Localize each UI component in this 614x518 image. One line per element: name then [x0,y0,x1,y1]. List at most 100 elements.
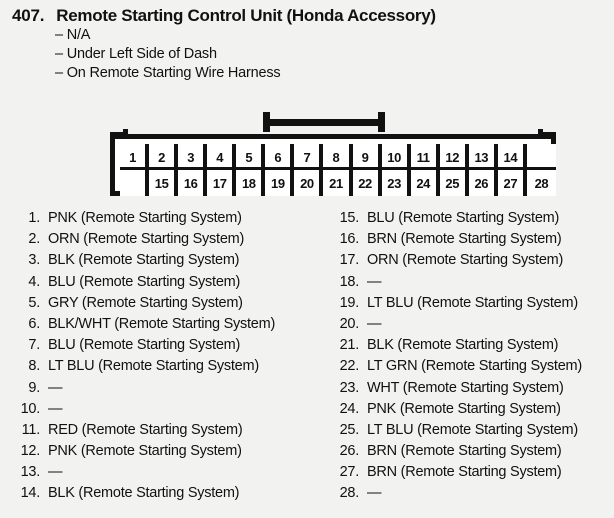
pin-list-item-number: 26. [339,443,360,460]
note-line-3: – On Remote Starting Wire Harness [55,65,281,81]
pin-cell-22: 22 [352,170,382,196]
pin-cell-28: 28 [526,170,556,196]
pin-list-item-description: GRY (Remote Starting System) [48,294,243,311]
connector-latch-tab-icon [263,112,385,132]
pin-list-item: 18.— [307,274,614,295]
pin-list-item-description: PNK (Remote Starting System) [48,443,242,460]
pin-cell-20: 20 [294,170,324,196]
pin-list-item-description: — [48,464,63,481]
pin-list-item-number: 8. [28,358,40,375]
pin-cell-13: 13 [468,144,498,170]
pin-list-item-description: LT BLU (Remote Starting System) [367,294,578,311]
pin-list-item: 9. — [0,380,307,401]
pin-list-item: 8. LT BLU (Remote Starting System) [0,358,307,379]
pin-list-item-description: BLK (Remote Starting System) [48,485,240,502]
pin-list-item: 14. BLK (Remote Starting System) [0,485,307,506]
pin-list-item-number: 9. [28,379,40,396]
pin-list-item-number: 16. [339,231,360,248]
pin-list-item-number: 11. [21,421,41,438]
pin-list-item-number: 12. [20,443,41,460]
pin-list-item: 25. LT BLU (Remote Starting System) [307,422,614,443]
pin-cell-14: 14 [497,144,527,170]
pin-list-item: 24. PNK (Remote Starting System) [307,401,614,422]
pin-list-item: 6. BLK/WHT (Remote Starting System) [0,316,307,337]
pin-list-item-description: LT BLU (Remote Starting System) [367,421,578,438]
pin-cell-16: 16 [178,170,208,196]
pin-row-divider [120,167,556,171]
pin-list-item-number: 10. [20,400,41,417]
pin-list-item-number: 17. [339,252,360,269]
pin-list-item-description: — [367,273,382,290]
pin-cell-26: 26 [468,170,498,196]
pin-list-item-number: 23. [339,379,360,396]
pin-list-item-description: RED (Remote Starting System) [48,421,243,438]
pin-cell-11: 11 [410,144,440,170]
pin-list-item: 26.BRN (Remote Starting System) [307,443,614,464]
pin-list-item-description: BLK (Remote Starting System) [48,252,240,269]
pin-cell-9: 9 [352,144,382,170]
pin-cell-21: 21 [323,170,353,196]
entry-title: Remote Starting Control Unit (Honda Acce… [56,6,436,25]
pin-cell-1: 1 [120,144,150,170]
pin-list-item: 20.— [307,316,614,337]
pin-list-item-number: 15. [339,210,360,226]
pin-list-item-description: ORN (Remote Starting System) [367,252,564,269]
pin-list-item-number: 22. [339,358,360,375]
entry-header: 407. Remote Starting Control Unit (Honda… [0,0,614,83]
pin-cell-23: 23 [381,170,411,196]
pin-cell-27: 27 [497,170,527,196]
pin-cell-2: 2 [149,144,179,170]
note-line-1: – N/A [55,27,91,43]
pin-cell-12: 12 [439,144,469,170]
pin-list-item-description: PNK (Remote Starting System) [367,400,561,417]
pin-list-item: 19. LT BLU (Remote Starting System) [307,295,614,316]
pin-cell-18: 18 [236,170,266,196]
pin-list-item: 21.BLK (Remote Starting System) [307,337,614,358]
pin-list-item-description: BRN (Remote Starting System) [367,464,562,481]
pin-list-item-description: BLK/WHT (Remote Starting System) [48,315,276,332]
pin-cell-10: 10 [381,144,411,170]
pin-cell-7: 7 [294,144,324,170]
pin-list-item-description: BLU (Remote Starting System) [48,337,241,354]
pin-list-item-number: 1. [28,210,40,226]
entry-number: 407. [12,6,45,25]
pin-list-item: 22.LT GRN (Remote Starting System) [307,358,614,379]
pin-row-top-spacer-cell [526,144,556,170]
pin-cell-8: 8 [323,144,353,170]
pin-list-item-description: LT BLU (Remote Starting System) [48,358,259,375]
pin-cell-5: 5 [236,144,266,170]
pin-list-item-number: 28. [339,485,360,502]
pin-list-item-number: 13. [20,464,41,481]
pin-list-item-description: — [48,379,63,396]
pin-list-item-number: 5. [28,294,40,311]
pin-cell-17: 17 [207,170,237,196]
pin-list-item-number: 14. [20,485,41,502]
pin-list-item-description: BLU (Remote Starting System) [367,210,560,226]
pin-list-item: 10.— [0,401,307,422]
pin-list-item-description: WHT (Remote Starting System) [367,379,564,396]
pin-list-item: 12. PNK (Remote Starting System) [0,443,307,464]
note-line-2: – Under Left Side of Dash [55,46,217,62]
pin-list-item-number: 25. [339,421,360,438]
pin-cell-6: 6 [265,144,295,170]
pin-list-item-description: PNK (Remote Starting System) [48,210,242,226]
pin-list-item: 7.BLU (Remote Starting System) [0,337,307,358]
pin-cell-25: 25 [439,170,469,196]
pin-list-item-description: — [367,485,382,502]
pin-list-item-number: 24. [339,400,360,417]
pin-cell-24: 24 [410,170,440,196]
page-title: 407. Remote Starting Control Unit (Honda… [0,0,614,26]
pin-list-item-number: 6. [28,315,40,332]
pin-description-lists: 1.PNK (Remote Starting System)2.ORN (Rem… [0,210,614,507]
pin-list-item-description: ORN (Remote Starting System) [48,231,245,248]
latch-post-right [378,112,385,132]
pin-list-item: 13. — [0,464,307,485]
pin-list-item-number: 19. [339,294,360,311]
pin-list-item-description: — [367,315,382,332]
